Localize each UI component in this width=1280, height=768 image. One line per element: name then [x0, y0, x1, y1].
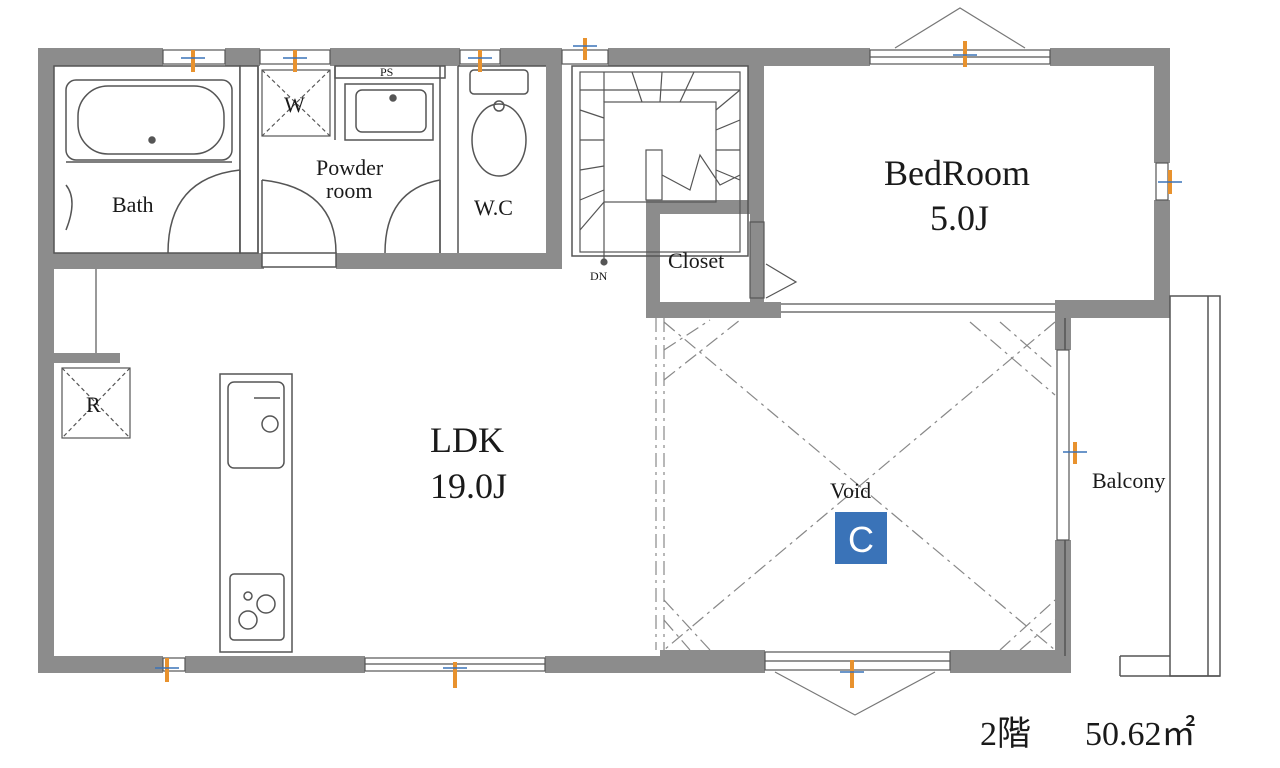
powder-room-label-1: Powder: [316, 155, 384, 180]
void-label: Void: [830, 478, 871, 503]
pipe-space-label: PS: [380, 65, 393, 79]
badge-label: C: [848, 519, 874, 560]
down-label: DN: [590, 269, 608, 283]
bay-window-marks: [774, 7, 1026, 716]
powder-room-label-2: room: [326, 178, 372, 203]
void-area: [655, 318, 1056, 651]
toilet: [469, 69, 529, 177]
stairs: [579, 71, 741, 266]
ldk-name: LDK: [430, 420, 504, 460]
floor-number: 2階: [980, 716, 1031, 753]
badge-c: C: [835, 512, 887, 564]
vent-markers: [155, 38, 1182, 688]
walls: [38, 48, 1170, 673]
vanity-sink: [344, 83, 434, 141]
closet-door: [749, 221, 1055, 313]
door-arcs: [167, 169, 441, 254]
refrigerator-label: R: [86, 392, 101, 417]
wc-label: W.C: [474, 195, 513, 220]
bedroom-name: BedRoom: [884, 153, 1030, 193]
refrigerator-box: [61, 269, 131, 439]
balcony-label: Balcony: [1092, 468, 1165, 493]
closet-label: Closet: [668, 248, 724, 273]
floor-area: 50.62㎡: [1085, 715, 1196, 753]
floor-summary: 2階 50.62㎡: [980, 715, 1196, 753]
bath-label: Bath: [112, 192, 154, 217]
kitchen-counter: [219, 373, 293, 653]
bedroom-size: 5.0J: [930, 198, 989, 238]
washer-label: W: [284, 92, 305, 117]
room-labels: Bath W PS Powder room W.C DN Closet BedR…: [86, 65, 1165, 506]
bathtub: [65, 79, 233, 231]
ldk-size: 19.0J: [430, 466, 507, 506]
windows: [162, 49, 1169, 672]
